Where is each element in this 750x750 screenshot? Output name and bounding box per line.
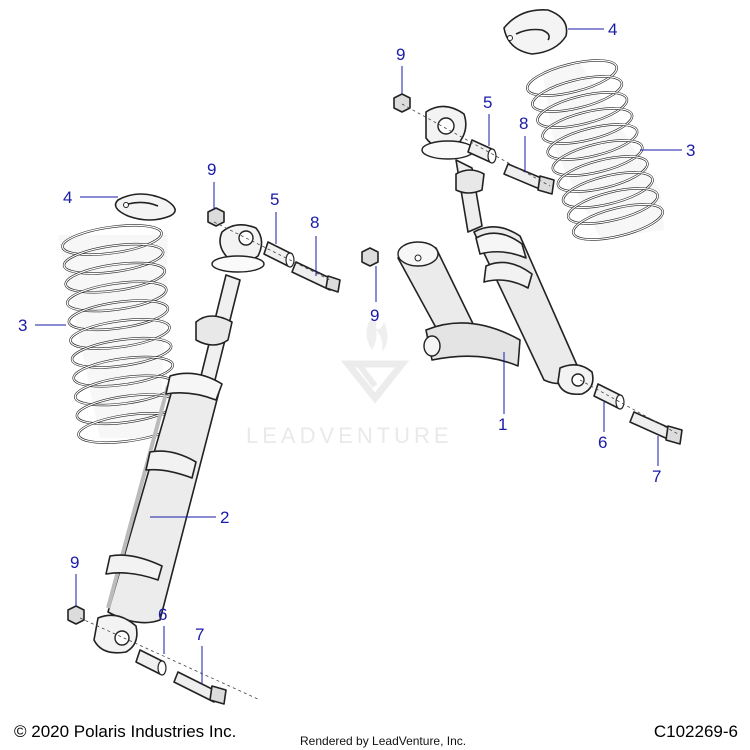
callout-right-7: 7 [652, 436, 661, 486]
shock-absorber-right [397, 226, 594, 396]
bolt-right-bottom [629, 411, 683, 445]
svg-text:9: 9 [207, 160, 216, 179]
svg-text:8: 8 [519, 114, 528, 133]
spring-coil-turn [63, 243, 164, 275]
shock-top-eye-right [421, 105, 485, 233]
svg-text:7: 7 [195, 625, 204, 644]
callout-left-6: 6 [158, 605, 167, 654]
spring-coil-turn [572, 203, 664, 241]
coil-spring-left [58, 224, 179, 444]
callout-left-9-top: 9 [207, 160, 216, 210]
callout-right-9-top: 9 [396, 45, 405, 94]
watermark-text: LEADVENTURE [246, 423, 453, 448]
callout-right-8: 8 [519, 114, 528, 172]
spring-coil-turn [65, 262, 166, 293]
copyright-text: © 2020 Polaris Industries Inc. [14, 722, 237, 741]
spring-coil-turn [68, 299, 169, 331]
rendered-by-text: Rendered by LeadVenture, Inc. [300, 734, 467, 748]
left-shock-assembly: 9 4 5 8 3 2 9 6 [18, 160, 341, 705]
nut-right-top [393, 93, 411, 113]
bolt-right-top [503, 163, 555, 195]
svg-text:3: 3 [18, 316, 27, 335]
callout-right-5: 5 [483, 93, 492, 146]
nut-left-bottom [67, 605, 85, 625]
right-shock-assembly: 9 4 5 8 3 9 1 6 [361, 9, 695, 486]
svg-text:2: 2 [220, 508, 229, 527]
spring-coil-turn [61, 224, 163, 256]
svg-text:9: 9 [370, 306, 379, 325]
bushing-right-top [467, 139, 497, 164]
callout-left-7: 7 [195, 625, 204, 684]
spring-coil-turn [547, 123, 638, 161]
spring-coil-turn [552, 139, 643, 177]
bushing-right-bottom [593, 383, 625, 410]
callout-right-9-mid: 9 [370, 266, 379, 325]
callout-left-8: 8 [310, 213, 319, 276]
callout-right-6: 6 [598, 402, 607, 452]
bolt-left-bottom [173, 671, 227, 705]
spring-coil-turn [562, 171, 654, 209]
nut-right-mid [361, 247, 379, 267]
spring-seat-right [503, 9, 568, 55]
leadventure-watermark: LEADVENTURE [246, 319, 453, 448]
callout-left-9-bottom: 9 [70, 553, 79, 606]
spring-seat-left [114, 193, 176, 221]
svg-text:9: 9 [396, 45, 405, 64]
callout-right-3: 3 [640, 141, 695, 160]
svg-text:6: 6 [598, 433, 607, 452]
callout-left-5: 5 [270, 190, 279, 244]
coil-spring-right [526, 59, 664, 241]
bushing-left-bottom [135, 649, 167, 676]
svg-text:4: 4 [63, 188, 72, 207]
spring-coil-turn [526, 59, 618, 97]
callout-right-1: 1 [498, 352, 507, 434]
spring-coil-turn [71, 337, 172, 369]
callout-left-4: 4 [63, 188, 118, 207]
svg-text:7: 7 [652, 467, 661, 486]
spring-coil-turn [73, 356, 174, 387]
callout-right-4: 4 [568, 20, 617, 39]
shock-absorber-left [93, 224, 265, 654]
spring-coil-turn [531, 75, 623, 113]
svg-text:5: 5 [483, 93, 492, 112]
spring-coil-turn [567, 187, 659, 225]
spring-coil-turn [536, 91, 628, 129]
svg-text:3: 3 [686, 141, 695, 160]
bolt-left-top [291, 261, 341, 293]
callout-left-3: 3 [18, 316, 66, 335]
nut-left-top [207, 207, 225, 227]
svg-text:8: 8 [310, 213, 319, 232]
spring-coil-turn [69, 318, 171, 350]
svg-text:6: 6 [158, 605, 167, 624]
svg-text:5: 5 [270, 190, 279, 209]
svg-text:4: 4 [608, 20, 617, 39]
svg-text:1: 1 [498, 415, 507, 434]
drawing-id: C102269-6 [653, 722, 738, 741]
spring-coil-turn [541, 107, 633, 145]
svg-text:9: 9 [70, 553, 79, 572]
callout-left-2: 2 [150, 508, 229, 527]
spring-coil-turn [66, 281, 167, 312]
spring-coil-turn [557, 155, 649, 193]
